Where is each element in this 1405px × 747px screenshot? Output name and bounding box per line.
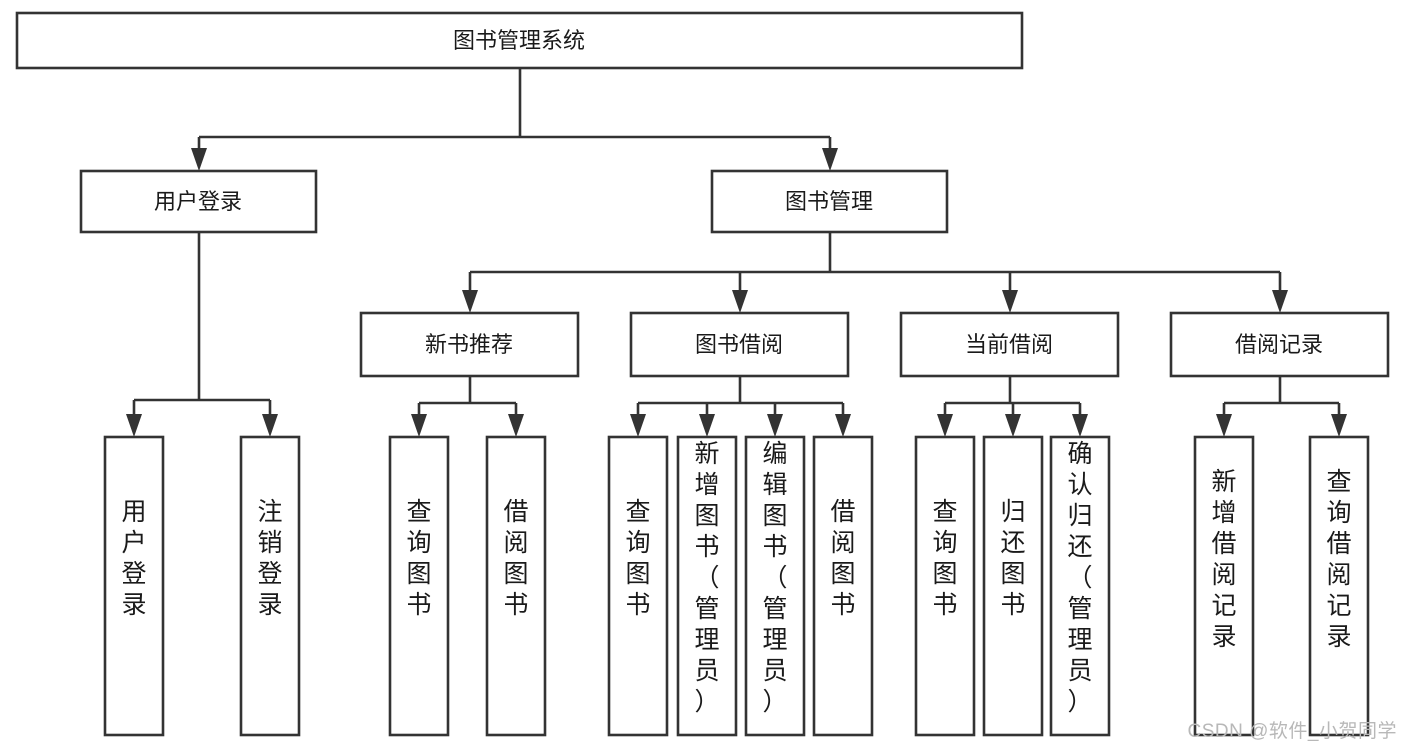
arrow-icon-leaf-borrow-1 [630,414,646,437]
leaf-borrow-edit-book-box [744,435,806,737]
node-book-borrow-label: 图书借阅 [695,332,783,357]
leaf-newbook-borrow-book-box [485,435,547,737]
node-root-box [15,11,1024,70]
leaf-logout[interactable]: 注销登录 [239,435,301,737]
arrow-icon-current [1002,290,1018,313]
leaf-newbook-borrow-book[interactable]: 借阅图书 [485,435,547,737]
leaf-borrow-add-book[interactable]: 新增图书（管理员） [676,435,738,737]
arrow-icon-leaf-current-3 [1072,414,1088,437]
leaf-record-add-label: 新增借阅记录 [1211,468,1236,651]
leaf-current-confirm-return-label: 确认归还（管理员） [1067,440,1092,716]
node-user-login-label: 用户登录 [154,189,242,214]
connector-layer [132,68,1341,416]
node-book-management-box [710,169,949,234]
arrow-icon-leaf-current-2 [1005,414,1021,437]
arrow-icon-leaf-newbook-2 [508,414,524,437]
leaf-borrow-query-book-box [607,435,669,737]
leaf-record-query-label: 查询借阅记录 [1326,468,1351,651]
node-book-management-label: 图书管理 [785,189,873,214]
leaf-record-query-box [1308,435,1370,737]
leaf-logout-label: 注销登录 [257,498,282,619]
arrow-icon-leaf-borrow-2 [699,414,715,437]
leaf-newbook-query-book-label: 查询图书 [406,498,431,619]
leaf-borrow-edit-book-label: 编辑图书（管理员） [762,440,787,716]
leaf-borrow-add-book-label: 新增图书（管理员） [694,440,719,716]
node-book-borrow-box [629,311,850,378]
leaf-current-return-book-box [982,435,1044,737]
arrow-icon-record [1272,290,1288,313]
leaf-logout-box [239,435,301,737]
leaf-borrow-borrow-book-label: 借阅图书 [830,498,855,619]
leaf-current-return-book[interactable]: 归还图书 [982,435,1044,737]
node-current-borrow[interactable]: 当前借阅 [899,311,1120,378]
node-borrow-record-box [1169,311,1390,378]
node-new-book-recommend-box [359,311,580,378]
arrow-icon-leaf-current-1 [937,414,953,437]
arrow-icon-book-mgmt [822,148,838,171]
arrow-icon-leaf-user-login [126,414,142,437]
leaf-record-add[interactable]: 新增借阅记录 [1193,435,1255,737]
csdn-watermark: CSDN @软件_小贺同学 [1187,721,1397,742]
node-book-management[interactable]: 图书管理 [710,169,949,234]
node-borrow-record-label: 借阅记录 [1235,332,1323,357]
node-book-borrow[interactable]: 图书借阅 [629,311,850,378]
leaf-borrow-borrow-book-box [812,435,874,737]
leaf-current-query-book-label: 查询图书 [932,498,957,619]
arrow-icon-leaf-borrow-4 [835,414,851,437]
leaf-user-login-box [103,435,165,737]
arrow-icon-leaf-record-2 [1331,414,1347,437]
leaf-current-query-book-box [914,435,976,737]
leaf-user-login[interactable]: 用户登录 [103,435,165,737]
leaf-borrow-query-book[interactable]: 查询图书 [607,435,669,737]
node-new-book-recommend-label: 新书推荐 [425,332,513,357]
node-user-login[interactable]: 用户登录 [79,169,318,234]
leaf-borrow-query-book-label: 查询图书 [625,498,650,619]
arrow-icon-leaf-borrow-3 [767,414,783,437]
leaf-borrow-borrow-book[interactable]: 借阅图书 [812,435,874,737]
node-root[interactable]: 图书管理系统 [15,11,1024,70]
node-root-label: 图书管理系统 [453,28,585,53]
arrow-icon-leaf-newbook-1 [411,414,427,437]
leaf-record-add-box [1193,435,1255,737]
leaf-current-query-book[interactable]: 查询图书 [914,435,976,737]
leaf-current-confirm-return-box [1049,435,1111,737]
arrow-icon-borrow [732,290,748,313]
leaf-newbook-query-book-box [388,435,450,737]
leaf-newbook-borrow-book-label: 借阅图书 [503,498,528,619]
arrow-icon-user-login [191,148,207,171]
node-borrow-record[interactable]: 借阅记录 [1169,311,1390,378]
arrow-icon-leaf-record-1 [1216,414,1232,437]
leaf-borrow-edit-book[interactable]: 编辑图书（管理员） [744,435,806,737]
leaf-layer: 用户登录 注销登录 查询图书 借阅图书 查询图书 新增图书 [103,435,1370,737]
leaf-current-return-book-label: 归还图书 [1000,498,1025,619]
leaf-borrow-add-book-box [676,435,738,737]
arrow-icon-leaf-logout [262,414,278,437]
leaf-user-login-label: 用户登录 [121,498,146,619]
arrow-icon-newbook [462,290,478,313]
arrowhead-layer [126,148,1347,437]
node-current-borrow-label: 当前借阅 [965,332,1053,357]
node-user-login-box [79,169,318,234]
leaf-newbook-query-book[interactable]: 查询图书 [388,435,450,737]
leaf-current-confirm-return[interactable]: 确认归还（管理员） [1049,435,1111,737]
node-new-book-recommend[interactable]: 新书推荐 [359,311,580,378]
node-current-borrow-box [899,311,1120,378]
leaf-record-query[interactable]: 查询借阅记录 [1308,435,1370,737]
